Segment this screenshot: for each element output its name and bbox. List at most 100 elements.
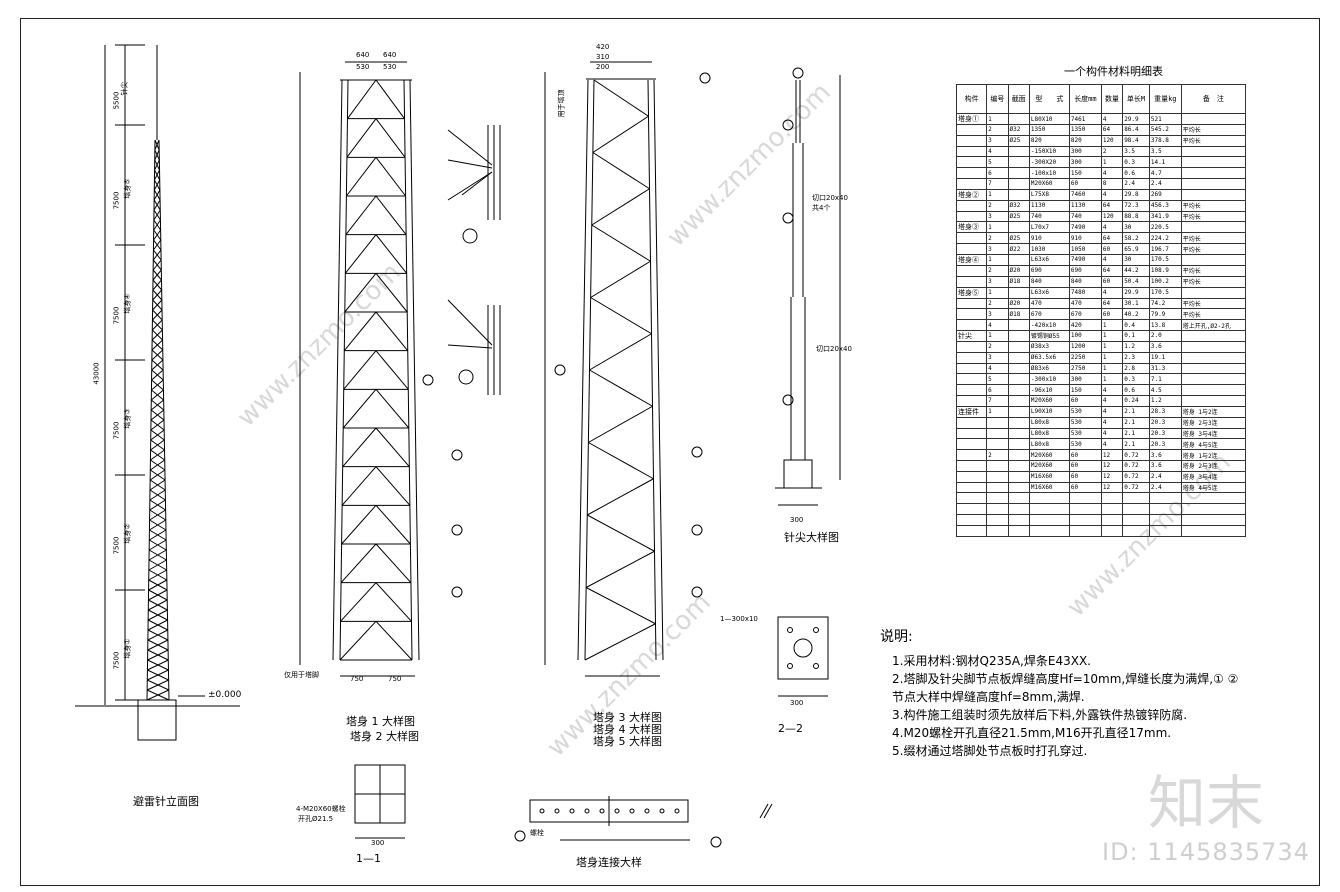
- table-cell: 79.9: [1148, 308, 1182, 321]
- note-line: 3.构件施工组装时须先放样后下料,外露铁件热镀锌防腐.: [892, 708, 1188, 722]
- table-cell: 1: [1100, 319, 1124, 331]
- table-cell: [1148, 503, 1182, 515]
- table-cell: Ø83x6: [1028, 362, 1070, 375]
- table-cell: [955, 427, 988, 440]
- table-cell: L80x8: [1028, 416, 1070, 429]
- table-cell: L75X8: [1028, 188, 1070, 201]
- table-cell: 连接件: [955, 405, 988, 418]
- table-cell: 塔身 4与5连: [1180, 481, 1247, 494]
- table-cell: 0.24: [1122, 394, 1150, 407]
- table-cell: [1122, 492, 1150, 505]
- table-cell: 4.5: [1148, 384, 1182, 396]
- table-cell: [955, 210, 988, 223]
- elevation-segment-dim: 7500: [112, 536, 121, 555]
- table-cell: -420x10: [1028, 319, 1070, 331]
- elevation-segment-dim: 7500: [112, 191, 121, 210]
- table-cell: 2: [986, 297, 1009, 310]
- table-cell: 2: [986, 449, 1009, 461]
- dim-200-top: 200: [596, 63, 610, 71]
- table-cell: M16X60: [1028, 470, 1070, 483]
- table-cell: 60: [1100, 275, 1124, 288]
- table-cell: [986, 481, 1009, 494]
- table-cell: 65.9: [1122, 243, 1150, 255]
- table-cell: [986, 524, 1009, 537]
- table-cell: Ø18: [1007, 275, 1030, 288]
- table-cell: [955, 308, 988, 321]
- table-cell: -150X10: [1028, 145, 1070, 158]
- lattice-brace: [146, 689, 170, 701]
- table-cell: 150: [1068, 384, 1102, 396]
- table-cell: 20.3: [1148, 438, 1182, 451]
- table-cell: 530: [1068, 416, 1102, 429]
- dim-530-a: 530: [356, 63, 370, 71]
- table-cell: 0.4: [1122, 319, 1150, 331]
- diagonal-brace: [375, 505, 411, 545]
- table-cell: 64: [1100, 124, 1124, 136]
- table-cell: 60: [1068, 459, 1102, 472]
- table-cell: 2.1: [1122, 405, 1150, 418]
- table-cell: 2.4: [1148, 470, 1182, 483]
- lattice-brace: [150, 429, 165, 441]
- table-cell: -100x10: [1028, 167, 1070, 179]
- table-cell: 420: [1068, 319, 1102, 331]
- lattice-brace: [150, 419, 165, 431]
- table-cell: [955, 492, 988, 505]
- table-cell: 4: [986, 145, 1009, 158]
- table-cell: 88.8: [1122, 210, 1150, 223]
- bolt-hole: [629, 808, 635, 814]
- table-cell: 72.3: [1122, 199, 1150, 212]
- table-cell: 820: [1068, 134, 1102, 147]
- table-cell: 2: [986, 199, 1009, 212]
- table-cell: 4: [1100, 188, 1124, 201]
- callouts: [422, 72, 794, 848]
- table-cell: 3: [986, 210, 1009, 223]
- tip-cut-2: 切口20x40: [816, 345, 852, 353]
- table-cell: 3: [986, 134, 1009, 147]
- table-cell: 910: [1028, 232, 1070, 245]
- table-cell: [1007, 394, 1030, 407]
- table-cell: [1180, 156, 1247, 169]
- lattice-brace: [148, 549, 167, 561]
- table-cell: Ø25: [1007, 210, 1030, 223]
- table-cell: [955, 503, 988, 515]
- table-cell: [1180, 503, 1247, 515]
- table-cell: [955, 524, 988, 537]
- lattice-brace: [152, 259, 162, 271]
- diagonal-brace: [344, 273, 377, 313]
- table-cell: 7480: [1068, 286, 1102, 299]
- table-cell: [1148, 524, 1182, 537]
- table-cell: 平均长: [1180, 124, 1247, 136]
- table-cell: 4: [1100, 221, 1124, 234]
- joint-bolt-label: 螺栓: [530, 829, 544, 837]
- table-cell: 平均长: [1180, 297, 1247, 310]
- table-cell: 1: [1100, 156, 1124, 169]
- table-cell: 670: [1028, 308, 1070, 321]
- table-cell: [1007, 362, 1030, 375]
- table-cell: 平均长: [1180, 264, 1247, 277]
- table-cell: [986, 513, 1009, 526]
- table-cell: 平均长: [1180, 243, 1247, 255]
- table-cell: 150: [1068, 167, 1102, 179]
- diagonal-brace: [588, 442, 654, 480]
- table-row: [955, 492, 1247, 505]
- tower-1-2-detail: [299, 61, 420, 677]
- table-cell: 120: [1100, 210, 1124, 223]
- table-cell: 塔身 1与2连: [1180, 449, 1247, 461]
- table-cell: [955, 319, 988, 331]
- lattice-brace: [151, 319, 163, 331]
- table-cell: Ø38x3: [1028, 340, 1070, 353]
- table-cell: 塔身 4与5连: [1180, 438, 1247, 451]
- table-header-cell: 型 式: [1028, 84, 1070, 114]
- table-cell: 64: [1100, 199, 1124, 212]
- bolt-hole: [569, 808, 575, 814]
- table-cell: 2.8: [1122, 362, 1150, 375]
- table-cell: -300x10: [1028, 373, 1070, 386]
- diagonal-brace: [585, 587, 656, 625]
- table-cell: 1: [1100, 340, 1124, 353]
- table-cell: Ø18: [1007, 308, 1030, 321]
